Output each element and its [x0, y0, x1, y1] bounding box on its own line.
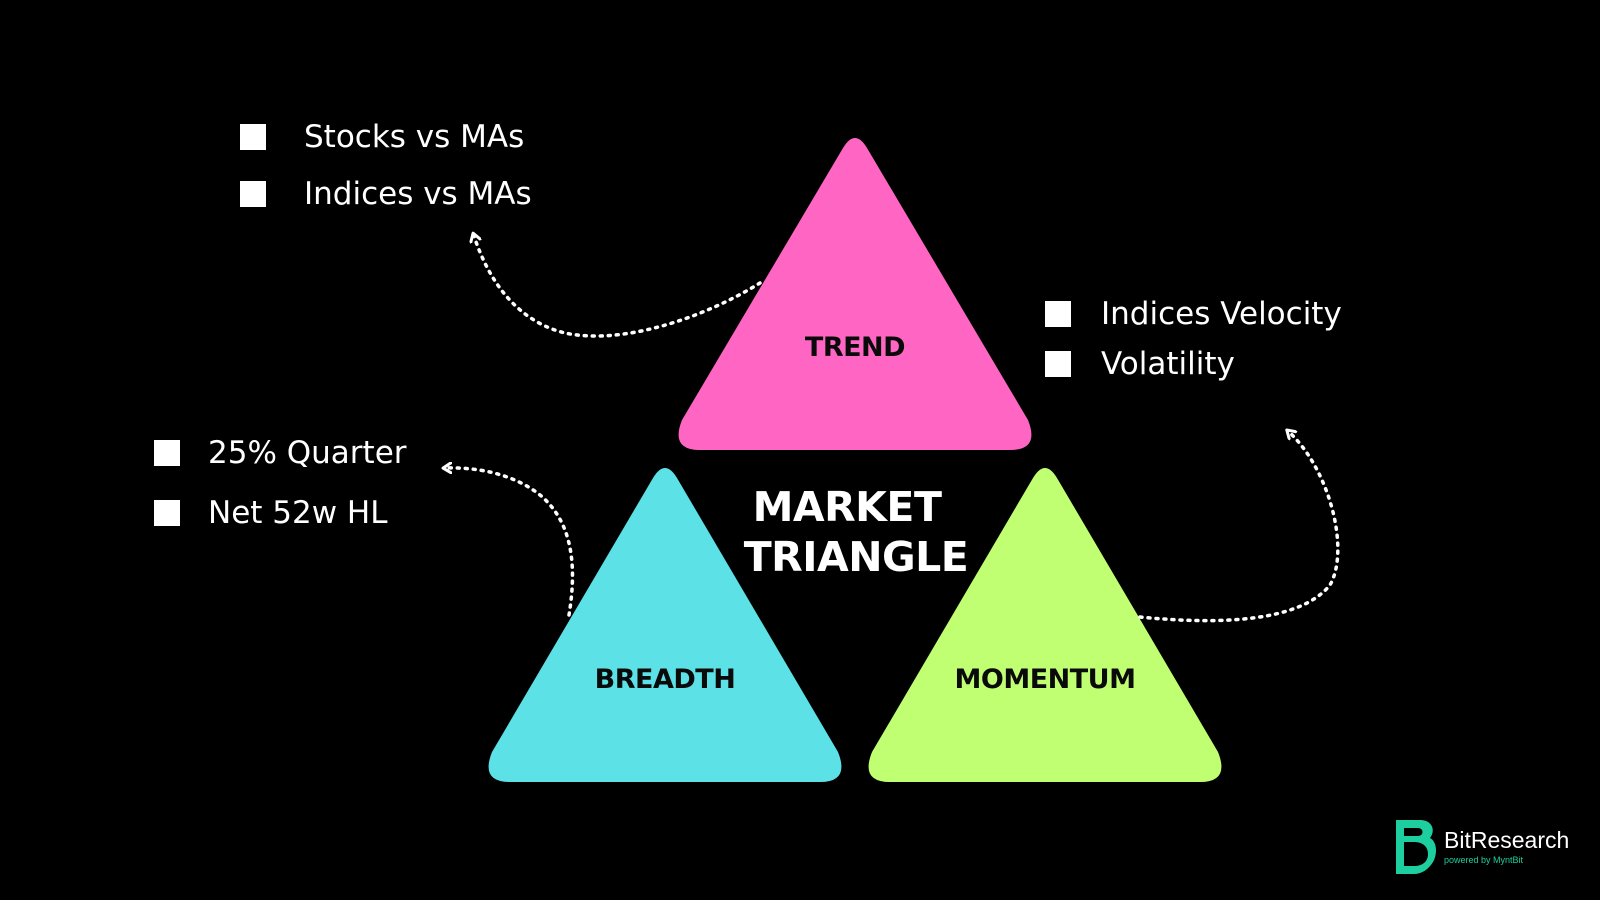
breadth-connector-arrow — [446, 468, 575, 617]
bullet-square-icon — [1045, 351, 1071, 377]
trend-item-text: Stocks vs MAs — [304, 118, 525, 155]
bullet-square-icon — [240, 124, 266, 150]
breadth-label: BREADTH — [595, 664, 736, 695]
list-item: 25% Quarter — [154, 434, 407, 471]
bullet-square-icon — [154, 440, 180, 466]
bullet-square-icon — [240, 181, 266, 207]
list-item: Indices vs MAs — [240, 175, 532, 212]
momentum-label: MOMENTUM — [955, 664, 1136, 695]
center-title-line-2: TRIANGLE — [744, 533, 969, 581]
list-item: Stocks vs MAs — [240, 118, 532, 155]
brand-logo: BitResearch powered by MyntBit — [1394, 818, 1569, 876]
list-item: Net 52w HL — [154, 494, 407, 531]
center-title-line-1: MARKET — [753, 483, 942, 531]
bitresearch-logo-icon — [1396, 820, 1436, 874]
bullet-square-icon — [154, 500, 180, 526]
momentum-triangle — [868, 468, 1222, 782]
momentum-connector-arrow — [1138, 432, 1340, 623]
breadth-item-text: 25% Quarter — [208, 434, 407, 471]
list-item: Indices Velocity — [1045, 295, 1342, 332]
brand-name: BitResearch — [1444, 827, 1570, 853]
bullet-square-icon — [1045, 301, 1071, 327]
trend-triangle — [678, 138, 1032, 450]
list-item: Volatility — [1045, 345, 1342, 382]
breadth-triangle — [488, 468, 842, 782]
trend-items-list: Stocks vs MAs Indices vs MAs — [240, 118, 532, 236]
trend-item-text: Indices vs MAs — [304, 175, 532, 212]
trend-label: TREND — [805, 332, 905, 363]
breadth-item-text: Net 52w HL — [208, 494, 388, 531]
momentum-item-text: Indices Velocity — [1101, 295, 1342, 332]
momentum-items-list: Indices Velocity Volatility — [1045, 295, 1342, 399]
breadth-items-list: 25% Quarter Net 52w HL — [154, 434, 407, 558]
brand-tagline: powered by MyntBit — [1444, 855, 1524, 865]
trend-connector-arrow — [474, 236, 762, 338]
momentum-item-text: Volatility — [1101, 345, 1235, 382]
